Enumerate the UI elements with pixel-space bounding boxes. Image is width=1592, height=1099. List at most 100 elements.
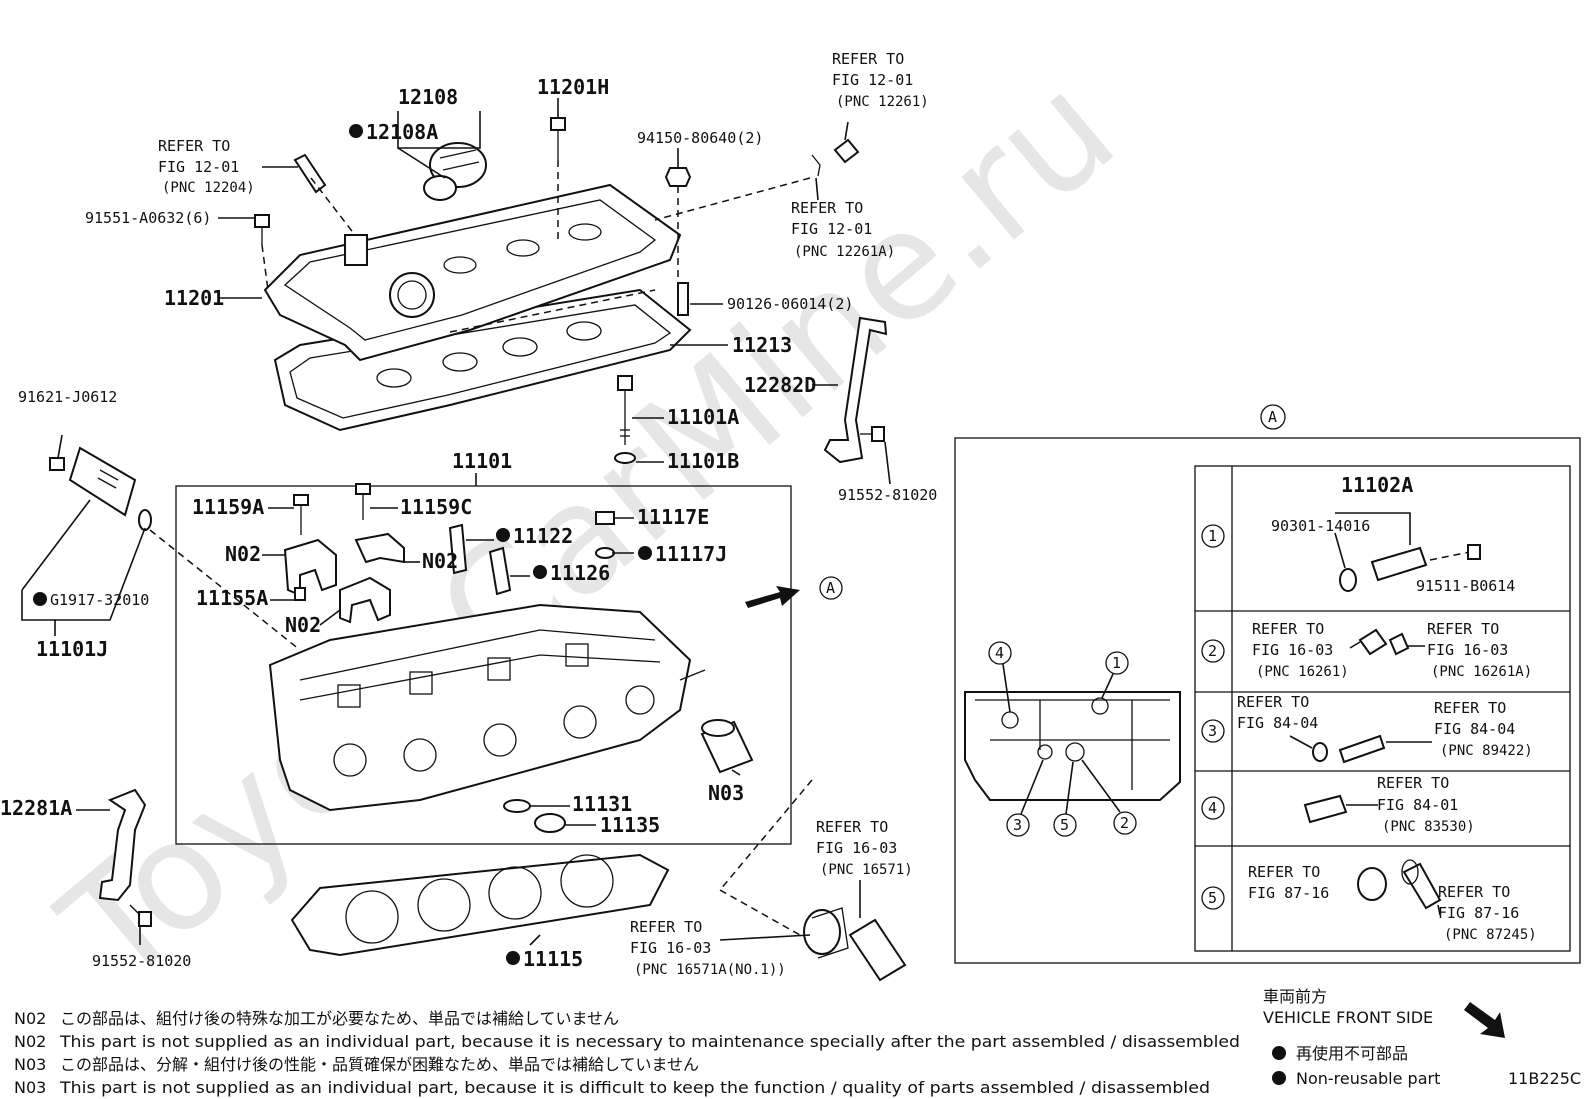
note-code: N03	[14, 1078, 46, 1097]
label-12108a: 12108A	[366, 120, 438, 144]
label-11101a: 11101A	[667, 405, 739, 429]
nonreusable-en: Non-reusable part	[1296, 1069, 1440, 1088]
label-11101b: 11101B	[667, 449, 739, 473]
label-12108: 12108	[398, 85, 458, 109]
bolt-11201h	[550, 117, 566, 160]
svg-text:FIG 12-01: FIG 12-01	[832, 71, 913, 89]
label-n02-3: N02	[285, 613, 321, 637]
note-text: This part is not supplied as an individu…	[59, 1032, 1240, 1051]
svg-text:FIG 12-01: FIG 12-01	[791, 220, 872, 238]
label-11117j: 11117J	[655, 542, 727, 566]
svg-text:REFER TO: REFER TO	[1248, 863, 1320, 881]
label-11213: 11213	[732, 333, 792, 357]
leader-lines	[21, 98, 891, 946]
cylinder-head-frame	[175, 485, 792, 845]
head-bolt-washer	[614, 452, 636, 464]
nonreusable-dot-icon	[533, 565, 547, 579]
svg-text:4: 4	[995, 644, 1004, 662]
dowel-pin	[294, 587, 306, 601]
svg-text:FIG 16-03: FIG 16-03	[630, 939, 711, 957]
svg-text:FIG 16-03: FIG 16-03	[1427, 641, 1508, 659]
svg-text:REFER TO: REFER TO	[816, 818, 888, 836]
note-code: N03	[14, 1055, 46, 1074]
svg-text:2: 2	[1120, 814, 1129, 832]
note-code: N02	[14, 1032, 46, 1051]
detail-block-sketch	[964, 691, 1181, 801]
plug-11135	[534, 813, 566, 833]
label-n02-2: N02	[422, 549, 458, 573]
label-11201: 11201	[164, 286, 224, 310]
svg-text:(PNC 16571): (PNC 16571)	[820, 862, 913, 878]
ref-fig-12-01-12261a: REFER TO FIG 12-01 (PNC 12261A)	[791, 199, 895, 260]
label-n02-1: N02	[225, 542, 261, 566]
label-11131: 11131	[572, 792, 632, 816]
label-11101j: 11101J	[36, 637, 108, 661]
label-91552-upper: 91552-81020	[838, 486, 937, 504]
svg-text:REFER TO: REFER TO	[1427, 620, 1499, 638]
label-12282d: 12282D	[744, 373, 816, 397]
gasket-11117j	[595, 547, 615, 559]
svg-text:FIG 84-01: FIG 84-01	[1377, 796, 1458, 814]
pcv-valve	[293, 153, 327, 194]
svg-text:REFER TO: REFER TO	[158, 137, 230, 155]
svg-text:REFER TO: REFER TO	[1438, 883, 1510, 901]
nonreusable-jp: 再使用不可部品	[1296, 1044, 1408, 1063]
bolt-91552-lower	[129, 904, 152, 927]
plug-n03	[700, 719, 754, 774]
svg-text:5: 5	[1060, 816, 1069, 834]
bearing-cap-3	[339, 576, 391, 624]
view-a-letter: A	[826, 579, 835, 597]
bracket-12281a	[98, 788, 147, 902]
cylinder-head	[268, 603, 706, 812]
tube-11126	[488, 546, 512, 596]
svg-text:REFER TO: REFER TO	[630, 918, 702, 936]
detail-a-letter: A	[1268, 408, 1277, 426]
oil-control-valve	[49, 446, 152, 531]
svg-text:FIG 84-04: FIG 84-04	[1434, 720, 1515, 738]
label-11135: 11135	[600, 813, 660, 837]
svg-text:FIG 87-16: FIG 87-16	[1438, 904, 1519, 922]
front-side-jp: 車両前方	[1263, 987, 1327, 1006]
plug-11122	[448, 523, 468, 575]
label-11126: 11126	[550, 561, 610, 585]
note-code: N02	[14, 1009, 46, 1028]
detail-row-numbers: 1 2 3 4 5	[1201, 524, 1225, 910]
svg-text:(PNC 87245): (PNC 87245)	[1444, 927, 1537, 943]
nonreusable-dot-icon	[638, 546, 652, 560]
block-callouts: 4 1 3 5 2	[988, 641, 1137, 837]
label-11117e: 11117E	[637, 505, 709, 529]
detail-row-2: REFER TO FIG 16-03 (PNC 16261) REFER TO …	[1252, 620, 1532, 680]
svg-text:FIG 16-03: FIG 16-03	[816, 839, 897, 857]
notes: N02 この部品は、組付け後の特殊な加工が必要なため、単品では補給していません …	[14, 1009, 1240, 1097]
nonreusable-dot-icon	[349, 124, 363, 138]
label-g1917: G1917-32010	[50, 591, 149, 609]
svg-text:(PNC 89422): (PNC 89422)	[1440, 743, 1533, 759]
svg-text:FIG 84-04: FIG 84-04	[1237, 714, 1318, 732]
detail-row-5: REFER TO FIG 87-16 REFER TO FIG 87-16 (P…	[1248, 859, 1537, 943]
svg-text:2: 2	[1208, 642, 1217, 660]
label-11159c: 11159C	[400, 495, 472, 519]
label-11101: 11101	[452, 449, 512, 473]
label-11115: 11115	[523, 947, 583, 971]
water-hose	[719, 779, 907, 982]
label-n03: N03	[708, 781, 744, 805]
svg-text:1: 1	[1208, 527, 1217, 545]
valve-cover	[263, 183, 682, 362]
plug-11117e	[595, 511, 615, 525]
svg-text:(PNC 12261): (PNC 12261)	[836, 94, 929, 110]
svg-text:(PNC 16261): (PNC 16261)	[1256, 664, 1349, 680]
figure-code: 11B225C	[1508, 1069, 1581, 1088]
note-text: この部品は、組付け後の特殊な加工が必要なため、単品では補給していません	[60, 1009, 619, 1028]
front-side-en: VEHICLE FRONT SIDE	[1263, 1008, 1433, 1027]
detail-row-4: REFER TO FIG 84-01 (PNC 83530)	[1303, 774, 1475, 835]
bearing-cap-2	[354, 532, 405, 564]
svg-text:3: 3	[1208, 722, 1217, 740]
ref-fig-12-01-12261: REFER TO FIG 12-01 (PNC 12261)	[832, 50, 929, 110]
label-94150: 94150-80640(2)	[637, 129, 763, 147]
legend: 車両前方 VEHICLE FRONT SIDE 再使用不可部品 Non-reus…	[1263, 987, 1581, 1088]
svg-text:REFER TO: REFER TO	[1237, 693, 1309, 711]
view-a-circle	[819, 576, 843, 600]
cap-bolt-11159c	[355, 483, 371, 520]
svg-text:REFER TO: REFER TO	[791, 199, 863, 217]
